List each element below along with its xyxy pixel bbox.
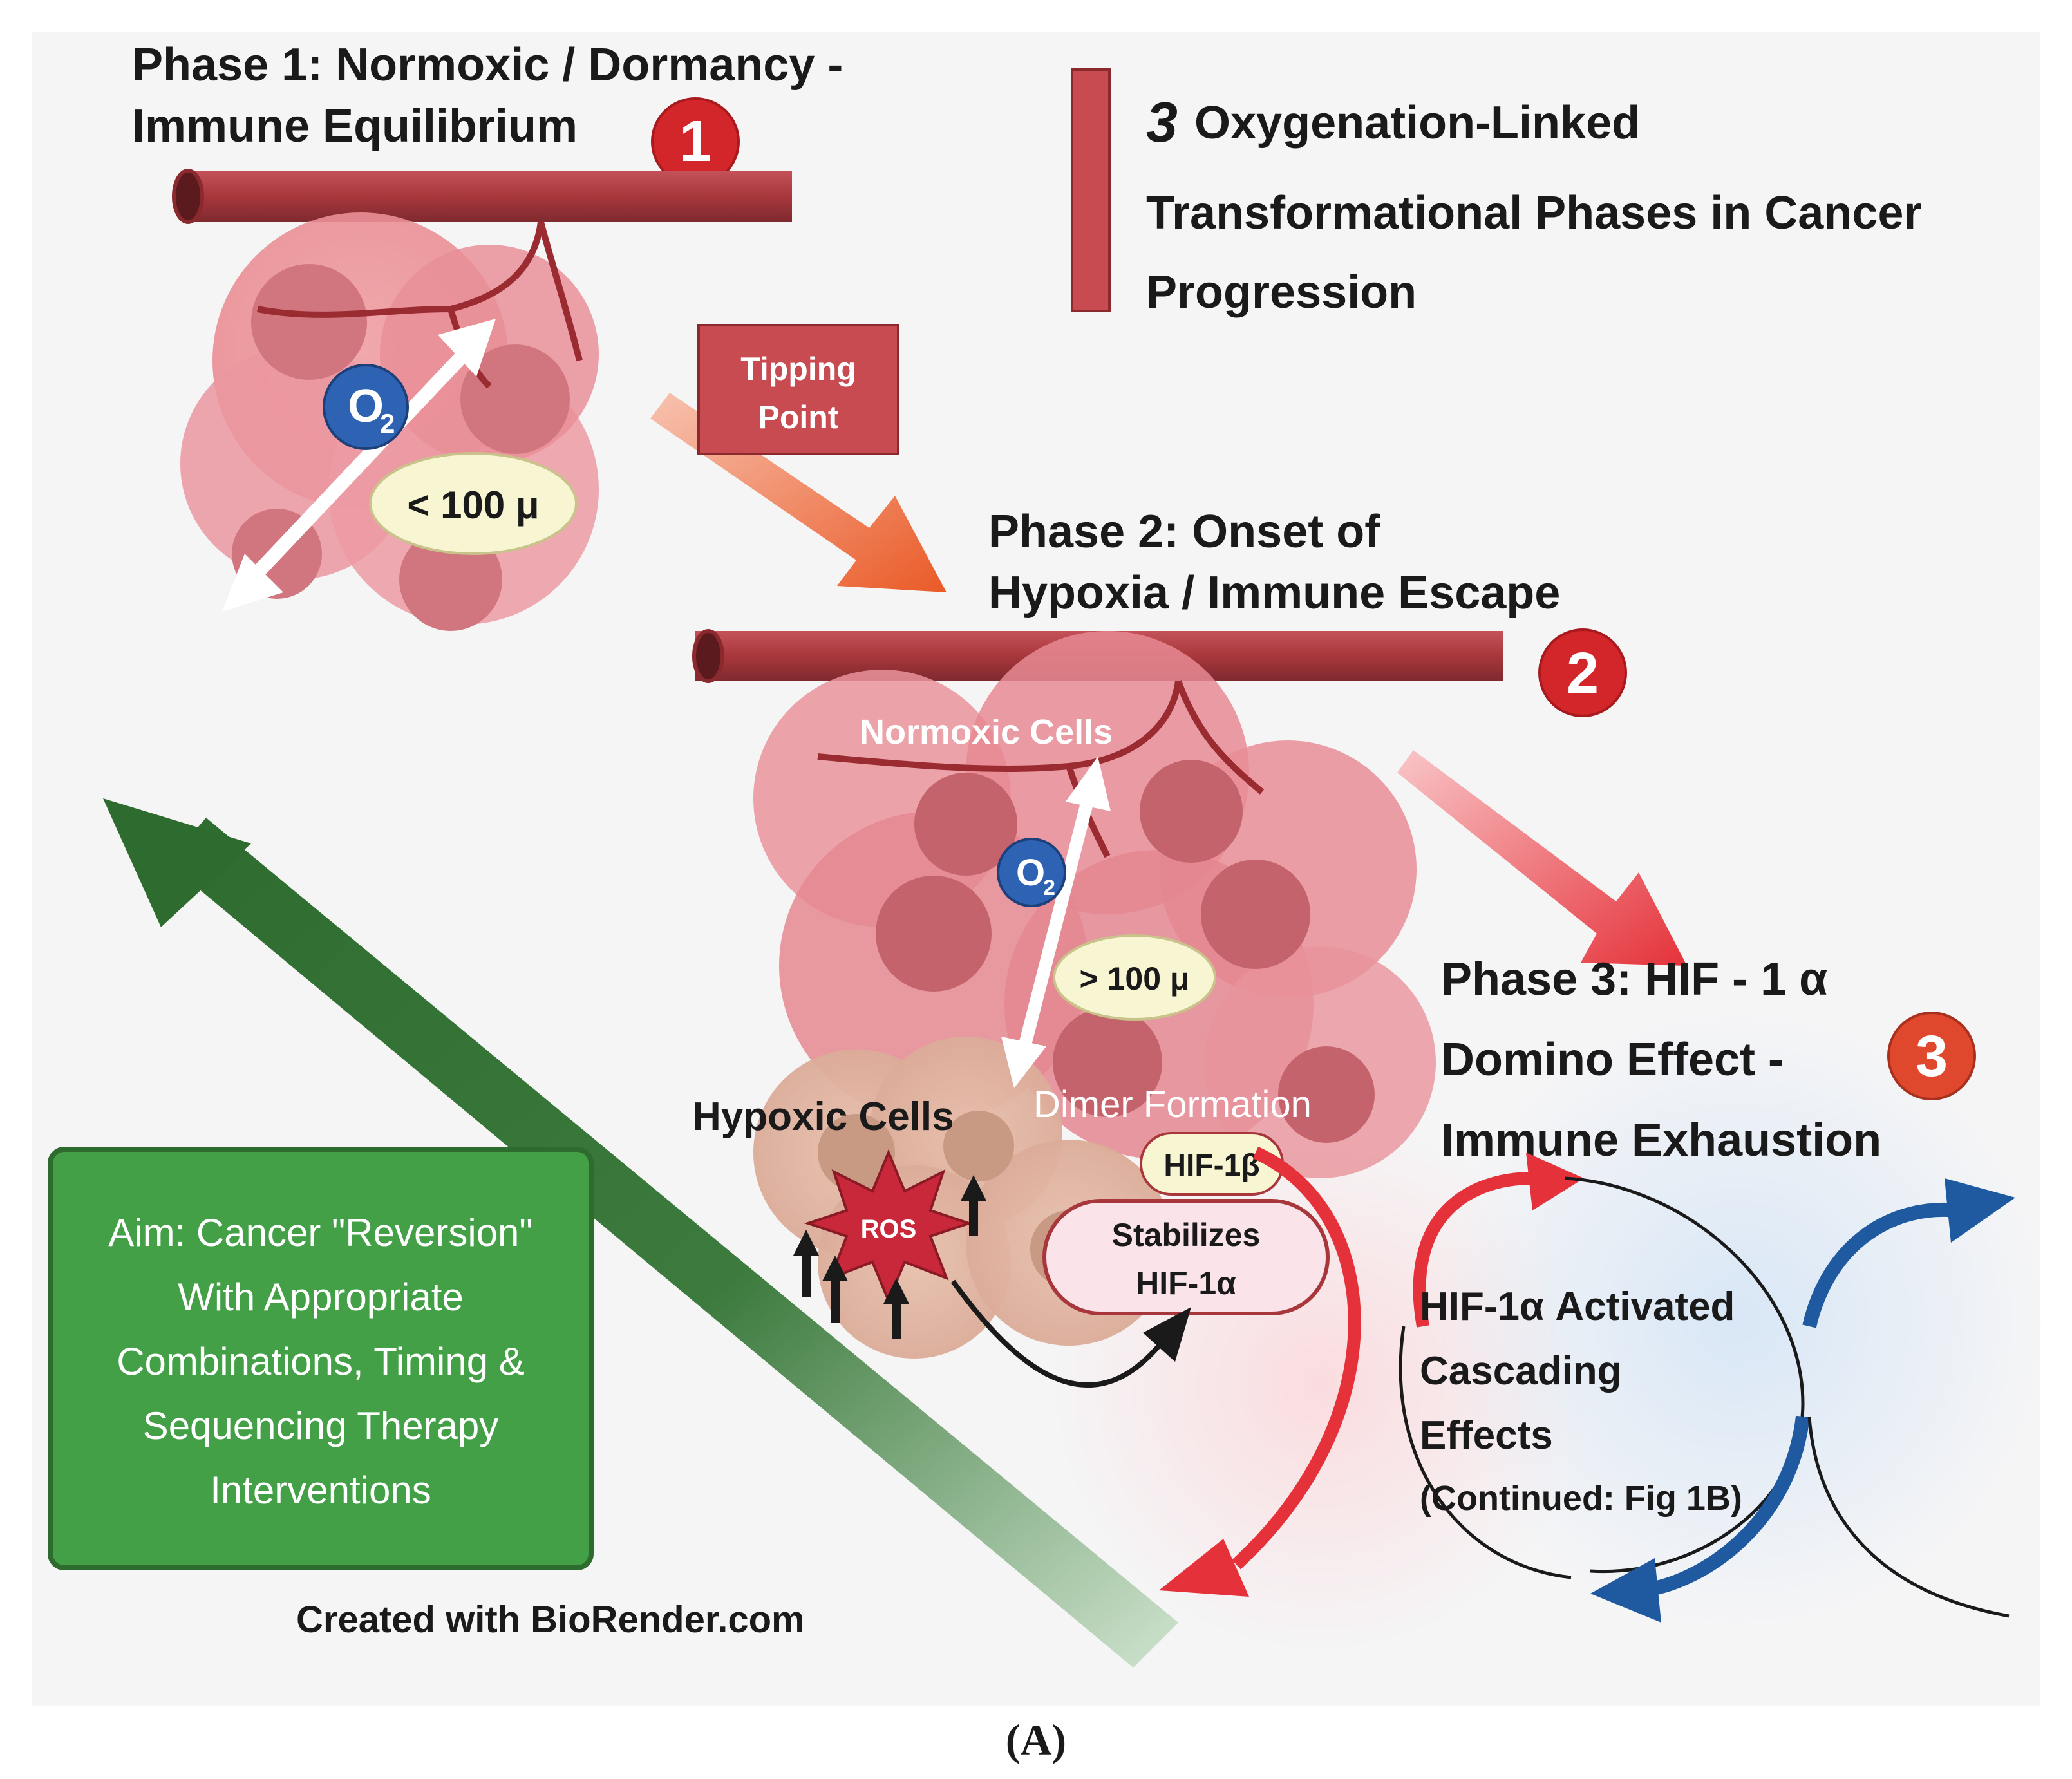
legend-bar bbox=[1071, 68, 1111, 312]
phase2-diffusion-arrow bbox=[1001, 757, 1111, 1088]
ros-up-arrows bbox=[793, 1175, 986, 1339]
panel-label: (A) bbox=[1006, 1715, 1066, 1764]
phase1-distance-label: < 100 μ bbox=[407, 484, 539, 527]
phase2-badge: 2 bbox=[1538, 628, 1627, 717]
phase2-distance-badge: > 100 μ bbox=[1053, 934, 1216, 1021]
phase2-distance-label: > 100 μ bbox=[1080, 961, 1190, 997]
phase3-title-line3: Immune Exhaustion bbox=[1441, 1115, 1881, 1166]
phase2-hypoxic-label: Hypoxic Cells bbox=[692, 1095, 954, 1139]
legend-group: 3 Oxygenation-Linked Transformational Ph… bbox=[1071, 68, 1921, 318]
red-transition-arrow bbox=[1397, 750, 1687, 966]
phase2-title-line1: Phase 2: Onset of bbox=[988, 506, 1380, 558]
phase1-title-line1: Phase 1: Normoxic / Dormancy - bbox=[132, 39, 843, 91]
phase1-badge: 1 bbox=[651, 97, 740, 186]
blue-cascade-loop bbox=[1590, 1178, 2015, 1623]
phase1-group: Phase 1: Normoxic / Dormancy - Immune Eq… bbox=[132, 39, 843, 631]
phase3-badge: 3 bbox=[1887, 1012, 1976, 1100]
phase1-diffusion-arrow bbox=[222, 319, 496, 612]
blue-glow bbox=[1429, 1011, 2048, 1629]
phase1-badge-number: 1 bbox=[679, 109, 711, 174]
phase1-oxygen-icon: O 2 bbox=[323, 364, 409, 450]
tipping-point-line1: Tipping bbox=[740, 351, 856, 387]
phase3-title-line2: Domino Effect - bbox=[1441, 1034, 1784, 1086]
stabilizes-line2: HIF-1α bbox=[1136, 1265, 1236, 1301]
credit-text: Created with BioRender.com bbox=[296, 1599, 805, 1641]
cascade-line3: Effects bbox=[1420, 1413, 1553, 1458]
ros-label: ROS bbox=[861, 1215, 917, 1243]
aim-line1: Aim: Cancer "Reversion" bbox=[108, 1211, 532, 1254]
cascade-line2: Cascading bbox=[1420, 1349, 1622, 1393]
legend-number: 3 bbox=[1146, 90, 1178, 154]
legend-line2: Transformational Phases in Cancer bbox=[1146, 187, 1921, 239]
phase1-title-line2: Immune Equilibrium bbox=[132, 100, 578, 152]
stabilizes-line1: Stabilizes bbox=[1112, 1217, 1261, 1253]
phase3-title-line1: Phase 3: HIF - 1 α bbox=[1441, 954, 1827, 1005]
phase1-distance-badge: < 100 μ bbox=[369, 452, 578, 555]
tipping-point-line2: Point bbox=[758, 399, 839, 435]
phase1-oxygen-label: O bbox=[348, 381, 384, 432]
phase2-group: Phase 2: Onset of Hypoxia / Immune Escap… bbox=[692, 506, 1627, 1388]
cascade-line1: HIF-1α Activated bbox=[1420, 1285, 1735, 1329]
phase2-tumor-cluster bbox=[753, 631, 1436, 1359]
red-cascade-loop bbox=[1159, 1146, 1805, 1597]
ros-to-hif-arrow bbox=[950, 1279, 1191, 1388]
phase2-normoxic-label: Normoxic Cells bbox=[860, 713, 1113, 751]
phase3-badge-number: 3 bbox=[1916, 1024, 1948, 1089]
aim-line4: Sequencing Therapy bbox=[143, 1404, 499, 1447]
ros-burst-icon: ROS bbox=[804, 1149, 974, 1304]
phase1-blood-vessel bbox=[172, 169, 792, 224]
phase2-title-line2: Hypoxia / Immune Escape bbox=[988, 567, 1560, 619]
legend-line3: Progression bbox=[1146, 267, 1417, 318]
hif1b-badge: HIF-1β bbox=[1140, 1132, 1284, 1196]
phase2-badge-number: 2 bbox=[1567, 641, 1599, 706]
legend-line1: Oxygenation-Linked bbox=[1194, 97, 1640, 149]
stabilizes-badge: Stabilizes HIF-1α bbox=[1042, 1199, 1330, 1315]
reversion-arrow bbox=[103, 798, 1178, 1668]
cascade-line4: (Continued: Fig 1B) bbox=[1420, 1479, 1742, 1518]
phase3-group: Phase 3: HIF - 1 α Domino Effect - Immun… bbox=[1159, 954, 2015, 1623]
aim-box: Aim: Cancer "Reversion" With Appropriate… bbox=[48, 1147, 594, 1570]
aim-line5: Interventions bbox=[210, 1469, 431, 1512]
tipping-point-box bbox=[697, 324, 899, 455]
phase1-oxygen-sub: 2 bbox=[380, 408, 395, 438]
phase2-oxygen-icon: O 2 bbox=[997, 838, 1066, 907]
aim-line2: With Appropriate bbox=[178, 1275, 464, 1319]
aim-line3: Combinations, Timing & bbox=[117, 1340, 525, 1383]
phase2-oxygen-sub: 2 bbox=[1043, 876, 1055, 900]
hif1b-label: HIF-1β bbox=[1163, 1149, 1259, 1183]
phase2-dimer-label: Dimer Formation bbox=[1033, 1084, 1312, 1125]
tipping-point-group: Tipping Point bbox=[650, 324, 947, 592]
phase2-oxygen-label: O bbox=[1016, 852, 1045, 894]
